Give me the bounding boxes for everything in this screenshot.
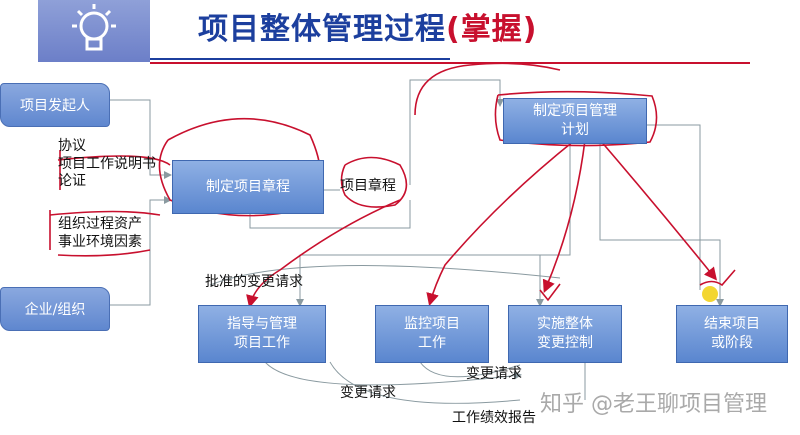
process-direct-manage-line1: 指导与管理 xyxy=(227,316,297,333)
label-charter-output: 项目章程 xyxy=(340,178,396,194)
input-list-enterprise: 组织过程资产 事业环境因素 xyxy=(58,216,142,251)
source-sponsor-label: 项目发起人 xyxy=(20,98,90,114)
process-close-project-line1: 结束项目 xyxy=(704,316,760,333)
input-agreement: 协议 xyxy=(58,138,86,154)
process-integrated-change: 实施整体 变更控制 xyxy=(508,305,622,363)
source-sponsor: 项目发起人 xyxy=(0,83,110,127)
cursor-highlight xyxy=(702,286,718,302)
process-monitor-control-line1: 监控项目 xyxy=(404,316,460,333)
input-list-sponsor: 协议 项目工作说明书 论证 xyxy=(58,138,156,191)
process-monitor-control-line2: 工作 xyxy=(418,335,446,351)
process-close-project-line2: 或阶段 xyxy=(711,335,753,351)
title-accent: (掌握) xyxy=(446,12,538,47)
source-enterprise-label: 企业/组织 xyxy=(24,302,86,318)
title-underline xyxy=(150,62,750,64)
watermark: 知乎 @老王聊项目管理 xyxy=(540,392,767,417)
logo-banner xyxy=(38,0,150,62)
input-eef: 事业环境因素 xyxy=(58,233,142,250)
process-integrated-change-line2: 变更控制 xyxy=(537,335,593,351)
process-close-project: 结束项目 或阶段 xyxy=(676,305,788,363)
process-develop-charter-label: 制定项目章程 xyxy=(206,178,290,195)
input-business-case: 论证 xyxy=(58,173,86,189)
process-develop-plan-line2: 计划 xyxy=(561,122,589,138)
input-opa: 组织过程资产 xyxy=(58,216,142,232)
process-develop-plan: 制定项目管理 计划 xyxy=(503,98,647,144)
process-direct-manage: 指导与管理 项目工作 xyxy=(198,305,326,363)
process-direct-manage-line2: 项目工作 xyxy=(234,335,290,351)
process-develop-plan-line1: 制定项目管理 xyxy=(533,103,617,120)
label-change-request-right: 变更请求 xyxy=(466,366,522,382)
process-develop-charter: 制定项目章程 xyxy=(172,160,324,214)
page-title: 项目整体管理过程(掌握) xyxy=(198,4,537,48)
label-approved-changes: 批准的变更请求 xyxy=(205,274,303,290)
title-underline-blue xyxy=(150,58,450,60)
lightbulb-icon xyxy=(72,4,116,51)
label-work-performance-report: 工作绩效报告 xyxy=(452,410,536,426)
process-monitor-control: 监控项目 工作 xyxy=(375,305,489,363)
title-main: 项目整体管理过程 xyxy=(198,12,446,47)
source-enterprise: 企业/组织 xyxy=(0,287,110,331)
label-change-request-left: 变更请求 xyxy=(340,385,396,401)
process-integrated-change-line1: 实施整体 xyxy=(537,316,593,333)
input-sow: 项目工作说明书 xyxy=(58,155,156,172)
